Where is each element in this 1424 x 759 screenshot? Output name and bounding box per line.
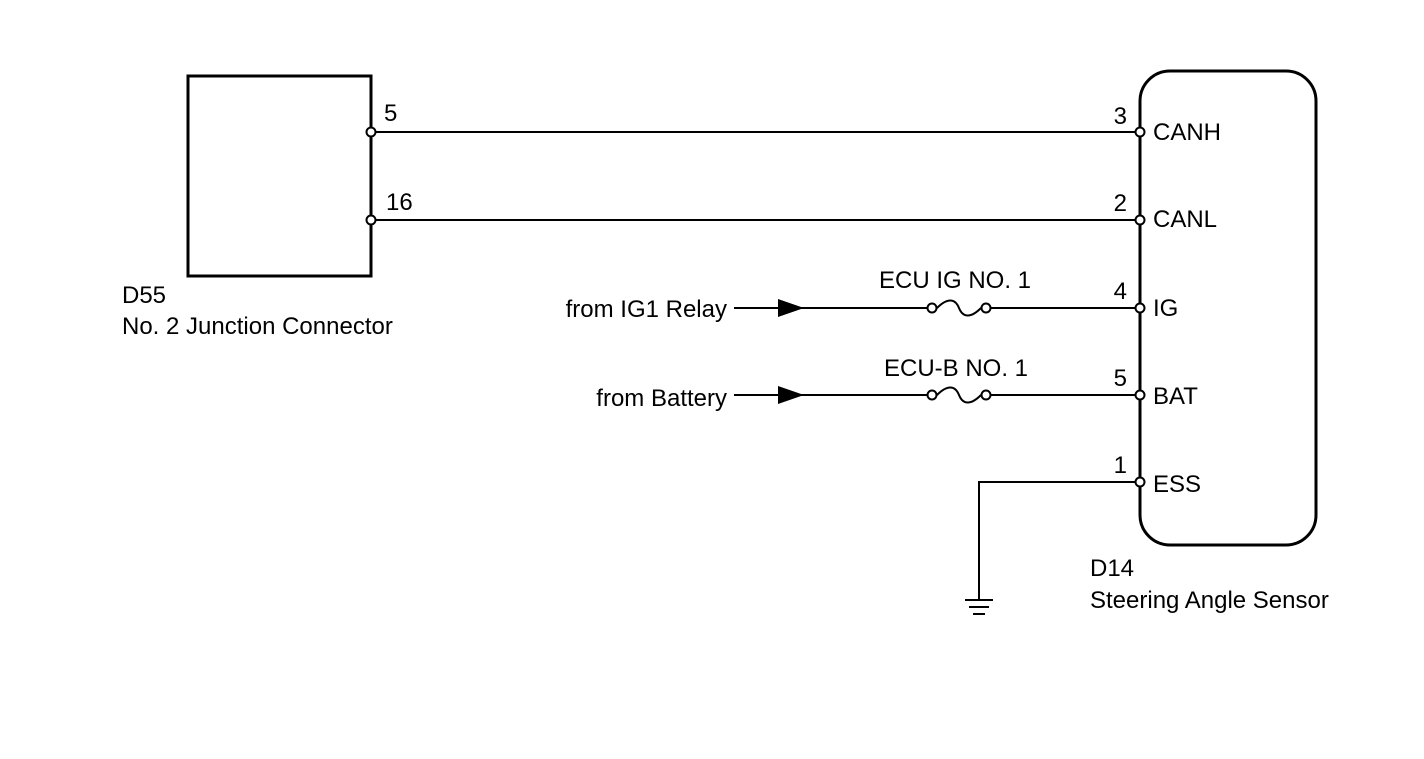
sensor-pin-1-label: ESS	[1153, 471, 1201, 498]
sensor-pin-3-number: 3	[1114, 103, 1127, 130]
sensor-pin-2-terminal	[1134, 214, 1146, 226]
ig1-relay-source-label: from IG1 Relay	[566, 296, 727, 323]
sensor-code: D14	[1090, 555, 1134, 582]
sensor-pin-4-label: IG	[1153, 295, 1178, 322]
junction-connector-box	[186, 74, 373, 278]
sensor-pin-2-label: CANL	[1153, 206, 1217, 233]
junction-connector-name: No. 2 Junction Connector	[122, 313, 393, 340]
sensor-pin-2-number: 2	[1114, 190, 1127, 217]
bat-feed-arrow	[778, 386, 804, 404]
junction-connector-code: D55	[122, 282, 166, 309]
sensor-pin-1-number: 1	[1114, 452, 1127, 479]
sensor-pin-4-number: 4	[1114, 278, 1127, 305]
sensor-pin-1-terminal	[1134, 476, 1146, 488]
sensor-pin-4-terminal	[1134, 302, 1146, 314]
sensor-pin-3-terminal	[1134, 126, 1146, 138]
junction-pin-5-terminal	[365, 126, 377, 138]
battery-source-label: from Battery	[596, 385, 727, 412]
sensor-pin-5-terminal	[1134, 389, 1146, 401]
junction-pin-16-terminal	[365, 214, 377, 226]
sensor-pin-5-number: 5	[1114, 365, 1127, 392]
sensor-name: Steering Angle Sensor	[1090, 587, 1329, 614]
ecu-b-fuse-label: ECU-B NO. 1	[884, 355, 1028, 382]
junction-pin-16-number: 16	[386, 189, 413, 216]
ecu-b-fuse-terminal-right	[980, 389, 992, 401]
ground-icon	[965, 599, 993, 615]
sensor-pin-5-label: BAT	[1153, 383, 1198, 410]
ecu-b-fuse-terminal-left	[926, 389, 938, 401]
junction-pin-5-number: 5	[384, 100, 397, 127]
ecu-ig-fuse-label: ECU IG NO. 1	[879, 267, 1031, 294]
sensor-pin-3-label: CANH	[1153, 119, 1221, 146]
ecu-ig-fuse-terminal-left	[926, 302, 938, 314]
ess-ground-wire	[978, 481, 1140, 600]
ecu-ig-fuse-icon	[936, 299, 982, 317]
ecu-b-fuse-icon	[936, 386, 982, 404]
ig-feed-arrow	[778, 299, 804, 317]
ecu-ig-fuse-terminal-right	[980, 302, 992, 314]
